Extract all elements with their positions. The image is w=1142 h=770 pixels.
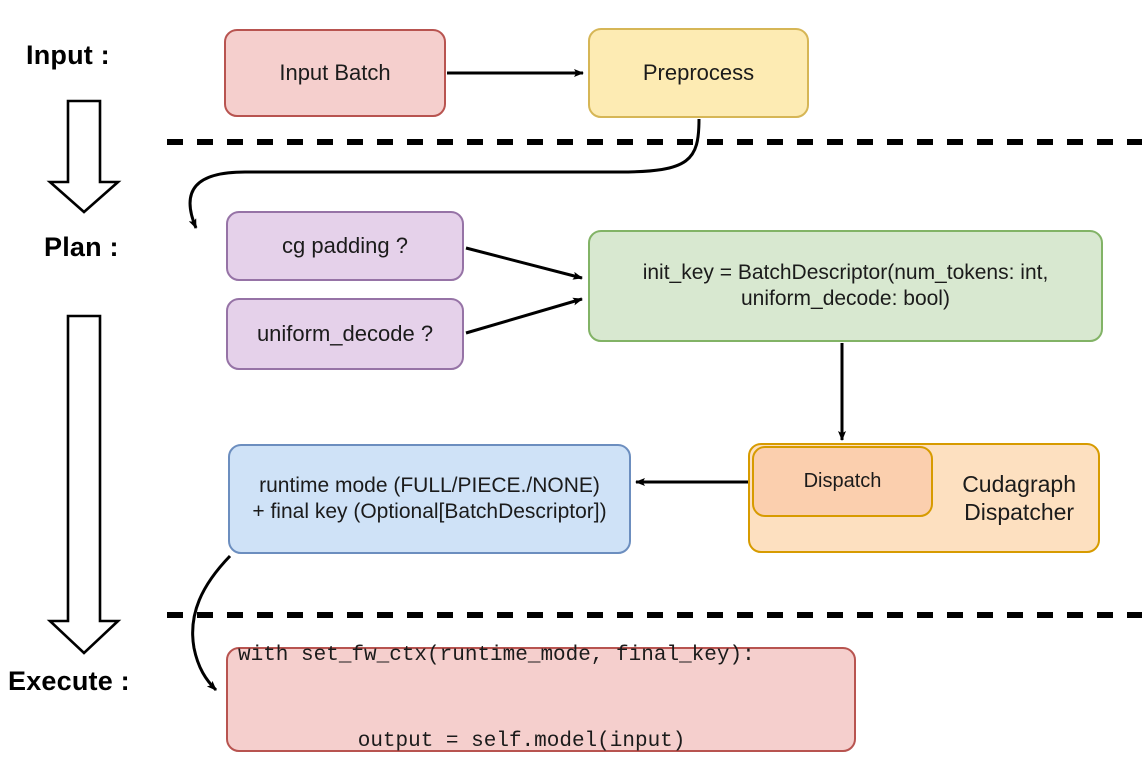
node-cudagraph-dispatcher-text: Cudagraph Dispatcher [962,470,1076,526]
node-cg-padding-label: cg padding ? [282,232,408,258]
stage-arrow-plan-to-execute [46,314,122,655]
stage-arrow-input-to-plan [46,99,122,214]
node-exec-code-line1: with set_fw_ctx(runtime_mode, final_key)… [238,643,755,667]
node-uniform-decode-label: uniform_decode ? [256,320,434,346]
node-dispatch[interactable]: Dispatch [752,446,933,517]
edge-uniform-decode-to-init-key [465,297,583,335]
node-runtime-mode-label-line2: + final key (Optional[BatchDescriptor]) [252,500,607,523]
node-cudagraph-dispatcher-label-line2: Dispatcher [964,499,1075,525]
stage-label-execute: Execute : [8,666,130,696]
node-dispatch-label: Dispatch [803,470,882,493]
node-init-key-label-line2: uniform_decode: bool) [741,287,950,310]
node-preprocess-label: Preprocess [642,59,755,85]
node-input-batch-label: Input Batch [279,59,391,85]
node-exec-code-line2: output = self.model(input) [307,730,686,754]
edge-runtime-mode-to-exec-code [191,554,232,692]
node-exec-code[interactable]: with set_fw_ctx(runtime_mode, final_key)… [226,644,856,753]
node-init-key-label-line1: init_key = BatchDescriptor(num_tokens: i… [642,261,1049,285]
stage-label-input: Input : [26,40,110,70]
node-exec-code-text: with set_fw_ctx(runtime_mode, final_key)… [238,584,755,770]
node-input-batch[interactable]: Input Batch [224,29,446,117]
stage-label-plan: Plan : [44,232,119,262]
node-preprocess[interactable]: Preprocess [588,28,809,118]
node-init-key[interactable]: init_key = BatchDescriptor(num_tokens: i… [588,230,1103,342]
node-uniform-decode[interactable]: uniform_decode ? [226,298,464,370]
node-runtime-mode-label-line1: runtime mode (FULL/PIECE./NONE) [259,474,600,498]
node-runtime-mode[interactable]: runtime mode (FULL/PIECE./NONE) + final … [228,444,631,554]
node-cg-padding[interactable]: cg padding ? [226,211,464,281]
node-runtime-mode-text: runtime mode (FULL/PIECE./NONE) + final … [252,473,606,524]
node-init-key-text: init_key = BatchDescriptor(num_tokens: i… [643,260,1049,311]
node-cudagraph-dispatcher-label-line1: Cudagraph [962,470,1076,497]
edge-cg-padding-to-init-key [465,246,583,280]
